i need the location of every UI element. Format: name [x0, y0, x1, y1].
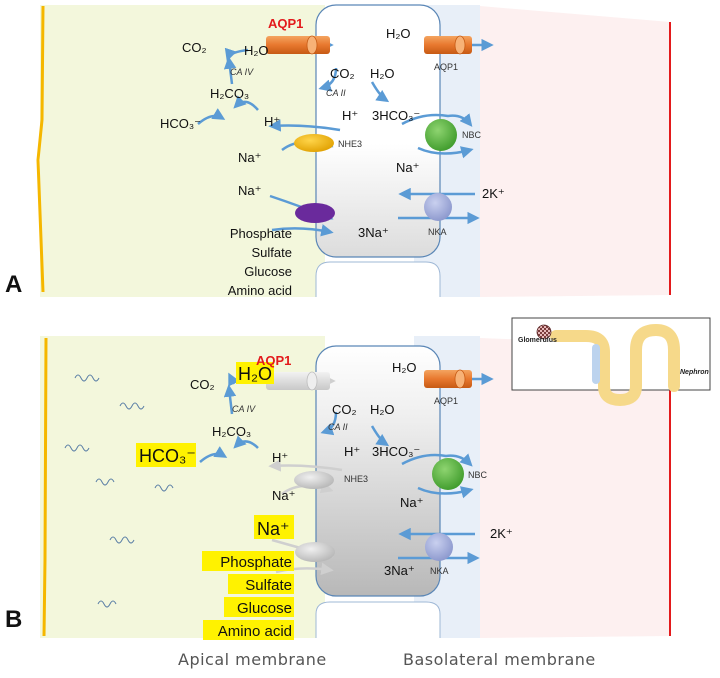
h2o-cell-label: H₂O — [370, 402, 395, 417]
interstitium-region — [480, 338, 670, 638]
substrate-sulfate: Sulfate — [252, 245, 292, 260]
two-k-label: 2K⁺ — [490, 526, 513, 541]
aqp1-baso-label: AQP1 — [434, 396, 458, 406]
aqp1-baso-label: AQP1 — [434, 62, 458, 72]
co2-lumen-label: CO₂ — [190, 377, 215, 392]
h2o-cell-label: H₂O — [370, 66, 395, 81]
bacteria-squiggles — [64, 374, 174, 608]
neighbor-cell — [315, 601, 441, 638]
h2co3-label: H₂CO₃ — [212, 424, 251, 439]
inset-glomerulus-label: Glomerulus — [518, 337, 557, 344]
h2o-baso-label: H₂O — [392, 360, 417, 375]
inset-nephron-label: Nephron — [680, 369, 709, 376]
two-k-label: 2K⁺ — [482, 186, 505, 201]
apical-membrane-label: Apical membrane — [178, 650, 327, 669]
nbc-label: NBC — [462, 130, 482, 140]
substrate-glucose: Glucose — [244, 264, 292, 279]
na-plus-lumen-label-2: Na⁺ — [238, 183, 261, 198]
ca-iv-label: CA IV — [230, 67, 254, 77]
nhe3-exchanger — [294, 134, 334, 152]
substrate-amino-acid: Amino acid — [218, 623, 292, 640]
aqp1-apical-channel-inactive — [266, 371, 330, 391]
interstitium-region — [480, 6, 670, 297]
substrate-cotransporter — [295, 203, 335, 223]
na-plus-lumen-label-2: Na⁺ — [257, 519, 290, 539]
nhe3-exchanger-inactive — [294, 471, 334, 489]
glomerulus-icon — [536, 324, 552, 340]
co2-lumen-label: CO₂ — [182, 40, 207, 55]
aqp1-title: AQP1 — [256, 353, 291, 368]
neighbor-cell — [315, 261, 441, 297]
h2o-lumen-label: H₂O — [238, 364, 272, 384]
panel-letter: B — [5, 606, 22, 633]
panel-b: B AQP1 H₂O CO₂ CA IV H₂CO₃ HCO₃⁻ H⁺ Na⁺ … — [5, 317, 711, 640]
co2-cell-label: CO₂ — [330, 66, 355, 81]
substrate-sulfate: Sulfate — [245, 577, 292, 594]
nka-label: NKA — [428, 227, 447, 237]
nephron-tubule — [550, 324, 680, 406]
ca-ii-label: CA II — [328, 422, 348, 432]
nhe3-label: NHE3 — [338, 139, 362, 149]
nbc-label: NBC — [468, 470, 488, 480]
aqp1-title: AQP1 — [268, 16, 303, 31]
ca-ii-label: CA II — [326, 88, 346, 98]
aqp1-basolateral-channel — [424, 369, 472, 389]
aqp1-basolateral-channel — [424, 35, 472, 55]
h-plus-cell-label: H⁺ — [342, 108, 358, 123]
na-plus-cell-label: Na⁺ — [400, 495, 423, 510]
highlight-boxes — [136, 362, 294, 640]
nka-label: NKA — [430, 566, 449, 576]
na-plus-cell-label: Na⁺ — [396, 160, 419, 175]
three-na-label: 3Na⁺ — [358, 225, 389, 240]
hco3-cell-label: 3HCO₃⁻ — [372, 108, 420, 123]
substrate-cotransporter-inactive — [295, 542, 335, 562]
substrate-phosphate: Phosphate — [220, 554, 292, 571]
substrate-phosphate: Phosphate — [230, 226, 292, 241]
nephron-inset: Glomerulus Nephron — [511, 317, 711, 406]
h-plus-lumen-label: H⁺ — [272, 450, 288, 465]
ca-iv-label: CA IV — [232, 404, 256, 414]
h-plus-lumen-label: H⁺ — [264, 114, 280, 129]
panel-letter: A — [5, 271, 22, 298]
nhe3-label: NHE3 — [344, 474, 368, 484]
aqp1-apical-channel — [266, 35, 330, 55]
h2o-baso-label: H₂O — [386, 26, 411, 41]
h2co3-label: H₂CO₃ — [210, 86, 249, 101]
hco3-cell-label: 3HCO₃⁻ — [372, 444, 420, 459]
panel-a: A AQP1 H₂O CO₂ CA IV H₂CO₃ HCO₃⁻ H⁺ Na⁺ … — [5, 4, 671, 298]
na-plus-lumen-label-1: Na⁺ — [272, 488, 295, 503]
h-plus-cell-label: H⁺ — [344, 444, 360, 459]
nbc-transporter — [425, 119, 457, 151]
basolateral-membrane-label: Basolateral membrane — [403, 650, 596, 669]
h2o-lumen-label: H₂O — [244, 43, 269, 58]
lumen-edge — [36, 5, 45, 293]
lumen-edge — [42, 337, 48, 637]
substrate-glucose: Glucose — [237, 600, 292, 617]
nka-pump — [424, 193, 452, 221]
hco3-lumen-label: HCO₃⁻ — [139, 446, 196, 466]
co2-cell-label: CO₂ — [332, 402, 357, 417]
na-plus-lumen-label-1: Na⁺ — [238, 150, 261, 165]
hco3-lumen-label: HCO₃⁻ — [160, 116, 201, 131]
substrate-amino-acid: Amino acid — [228, 283, 292, 298]
nbc-transporter — [432, 458, 464, 490]
nka-pump — [425, 533, 453, 561]
three-na-label: 3Na⁺ — [384, 563, 415, 578]
